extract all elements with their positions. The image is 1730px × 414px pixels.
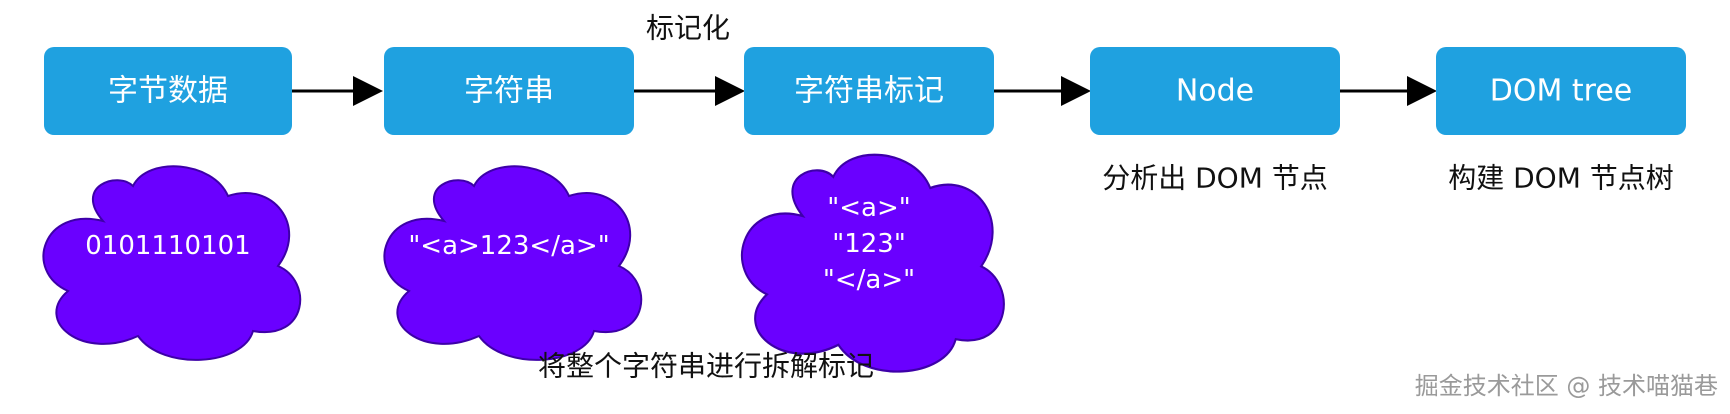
box-node-label: Node <box>1176 74 1254 109</box>
caption-node: 分析出 DOM 节点 <box>1102 162 1328 195</box>
cloud-token-line-2: "123" <box>832 229 906 259</box>
cloud-token-line-1: "<a>" <box>827 193 910 223</box>
box-tokens-label: 字符串标记 <box>794 74 944 109</box>
cloud-bytes-text: 0101110101 <box>85 231 250 261</box>
cloud-bytes: 0101110101 <box>42 165 302 361</box>
box-bytes: 字节数据 <box>44 47 292 135</box>
cloud-tokens: "<a>" "123" "</a>" <box>740 153 1005 373</box>
box-string-label: 字符串 <box>464 74 554 109</box>
cloud-token-line-3: "</a>" <box>823 265 915 295</box>
caption-dom-tree: 构建 DOM 节点树 <box>1448 162 1674 195</box>
box-bytes-label: 字节数据 <box>108 74 228 109</box>
box-string: 字符串 <box>384 47 634 135</box>
box-node: Node <box>1090 47 1340 135</box>
cloud-string-text: "<a>123</a>" <box>408 231 609 261</box>
box-tokens: 字符串标记 <box>744 47 994 135</box>
watermark: 掘金技术社区 @ 技术喵猫巷 <box>1415 372 1718 400</box>
tokenize-note: 将整个字符串进行拆解标记 <box>538 350 874 383</box>
cloud-string: "<a>123</a>" <box>383 165 643 361</box>
box-dom-tree-label: DOM tree <box>1490 74 1633 109</box>
box-dom-tree: DOM tree <box>1436 47 1686 135</box>
arrow-label-tokenize: 标记化 <box>646 12 730 45</box>
